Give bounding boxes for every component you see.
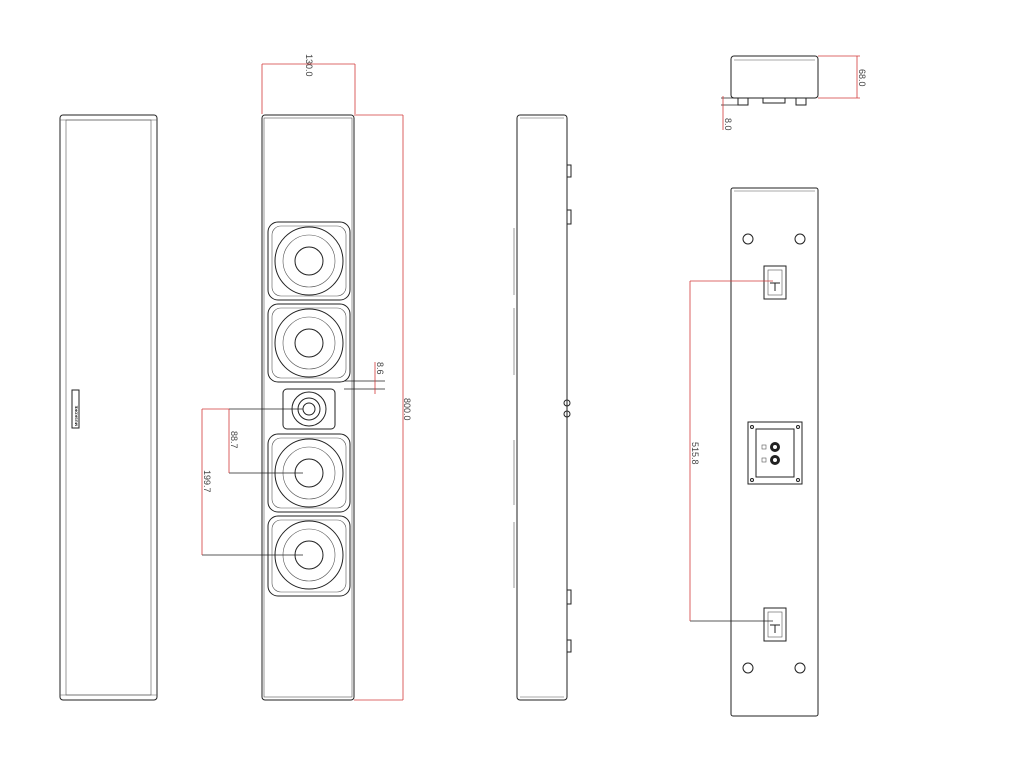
- top-foot-mid: [762, 97, 786, 104]
- terminal-screw-tr: [796, 425, 800, 429]
- terminal-plate: [747, 421, 803, 485]
- bracket-top-inner: [767, 269, 783, 296]
- bracket-spacing-label: 515.8: [690, 442, 700, 465]
- top-outline: [730, 55, 819, 99]
- tweeter-woofer-dimension: 88.7: [228, 408, 303, 474]
- terminal-screw-tl: [750, 425, 754, 429]
- woofer-4: [267, 515, 351, 597]
- cabinet-front-outline: [261, 114, 355, 701]
- tweeter-woofer-label: 88.7: [229, 431, 239, 449]
- brand-label: MUSKORE: [74, 405, 79, 426]
- bracket-bottom-inner: [767, 611, 783, 638]
- woofer-4-frame-inner: [271, 519, 347, 593]
- mount-hole-bottom-right: [794, 662, 806, 674]
- back-view: 515.8: [689, 187, 819, 717]
- wall-bracket-top: [763, 265, 787, 300]
- tweeter-bottom-woofer-dimension: 199.7: [201, 408, 303, 556]
- side-terminal-bottom: [563, 410, 571, 418]
- height-dimension: 800.0: [354, 114, 412, 701]
- bracket-offset-dimension: 8.0: [721, 96, 740, 131]
- woofer-2-frame-inner: [271, 307, 347, 379]
- tweeter-dome: [302, 402, 316, 416]
- top-foot-left: [737, 97, 749, 106]
- woofer-2: [267, 303, 351, 383]
- terminal-screw-br: [796, 478, 800, 482]
- side-bracket-bottom-a: [566, 589, 572, 605]
- side-view: [513, 114, 572, 701]
- width-dimension-label: 130.0: [304, 54, 314, 77]
- front-grille-view: MUSKORE: [59, 114, 158, 701]
- bracket-bottom-plate: [763, 607, 787, 642]
- top-view: 68.0 8.0: [721, 55, 867, 131]
- woofer-1-frame: [267, 221, 351, 301]
- side-bracket-bottom-b: [566, 639, 572, 653]
- side-outline: [516, 114, 568, 701]
- woofer-1-dustcap: [294, 246, 324, 276]
- woofer-1-frame-inner: [271, 225, 347, 297]
- depth-dimension-label: 68.0: [857, 69, 867, 87]
- polarity-mark-positive: [761, 444, 767, 450]
- wall-bracket-bottom: [763, 607, 787, 642]
- binding-post-positive-center: [773, 445, 777, 449]
- woofer-4-frame: [267, 515, 351, 597]
- terminal-plate-inner: [755, 428, 795, 478]
- mount-hole-top-left: [742, 233, 754, 245]
- woofer-2-dustcap: [294, 328, 324, 358]
- polarity-mark-negative: [761, 457, 767, 463]
- tweeter-bottom-woofer-label: 199.7: [202, 470, 212, 493]
- side-bracket-top-b: [566, 209, 572, 225]
- woofer-1-cone: [282, 234, 336, 288]
- back-outline: [730, 187, 819, 717]
- side-terminal-top: [563, 399, 571, 407]
- mount-hole-bottom-left: [742, 662, 754, 674]
- keyhole-bottom-icon: [770, 624, 780, 633]
- binding-post-negative-center: [773, 458, 777, 462]
- terminal-screw-bl: [750, 478, 754, 482]
- bracket-top-plate: [763, 265, 787, 300]
- bracket-spacing-dimension: 515.8: [689, 280, 773, 622]
- height-dimension-label: 800.0: [402, 398, 412, 421]
- woofer-1: [267, 221, 351, 301]
- woofer-1-surround: [274, 226, 344, 296]
- woofer-2-cone: [282, 316, 336, 370]
- gap-dimension: 8.6: [344, 362, 385, 394]
- mount-hole-top-right: [794, 233, 806, 245]
- keyhole-top-icon: [770, 282, 780, 291]
- brand-badge: MUSKORE: [71, 389, 80, 429]
- bracket-offset-label: 8.0: [723, 118, 733, 131]
- top-foot-right: [795, 97, 807, 106]
- cabinet-front-inner: [263, 117, 353, 698]
- gap-dimension-label: 8.6: [375, 362, 385, 375]
- front-driver-view: 130.0 800.0 8.6 88.7 199.7: [201, 54, 412, 701]
- woofer-2-frame: [267, 303, 351, 383]
- width-dimension: 130.0: [261, 54, 356, 114]
- side-bracket-top-a: [566, 164, 572, 178]
- grille-outer-outline: [59, 114, 158, 701]
- brand-badge-frame: [71, 389, 80, 429]
- terminal-plate-outer: [747, 421, 803, 485]
- woofer-2-surround: [274, 308, 344, 378]
- depth-dimension: 68.0: [818, 55, 867, 99]
